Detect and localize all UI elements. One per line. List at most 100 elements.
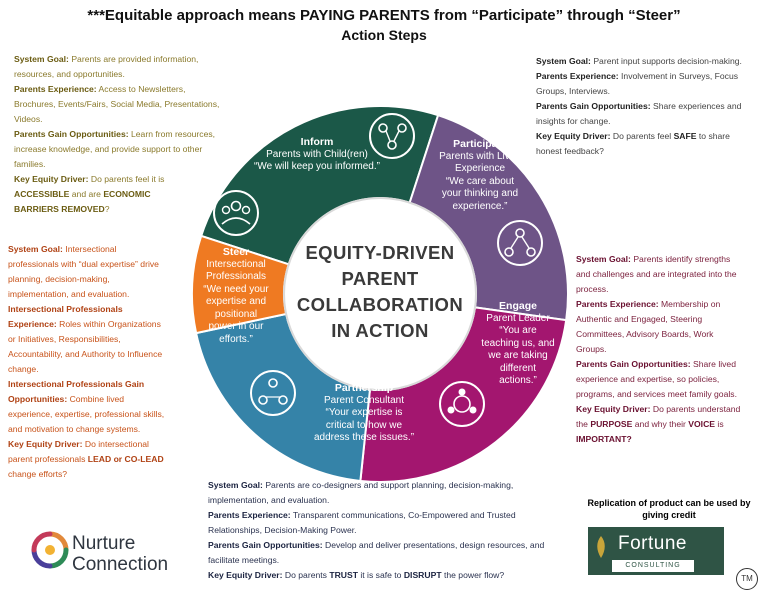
gain-opportunities-label: Parents Gain Opportunities: — [576, 359, 691, 369]
participate-stage-name: Participate — [453, 138, 507, 150]
system-goal-text: professionals with “dual expertise” driv… — [8, 259, 159, 269]
participate-stage-text: Parents with Lived — [439, 150, 521, 162]
parents-experience-label: Parents Experience: — [536, 71, 619, 81]
system-goal-text: process. — [576, 284, 609, 294]
equity-driver-text: honest feedback? — [536, 146, 604, 156]
equity-driver-text: change efforts? — [8, 469, 68, 479]
nurture-connection-logo: Nurture Connection — [72, 533, 168, 575]
partnership-icon-badge — [250, 370, 296, 416]
equity-driver-text: Do parents understand — [650, 404, 741, 414]
partnership-stage-label: Partnership Parent Consultant “Your expe… — [294, 382, 434, 445]
participate-icon-badge — [497, 220, 543, 266]
inform-stage-text: Parents with Child(ren) — [266, 148, 368, 160]
participate-details: System Goal: Parent input supports decis… — [536, 54, 764, 159]
gain-opportunities-text: experience, expertise, professional skil… — [8, 409, 165, 419]
inform-stage-quote: “We will keep you informed.” — [254, 161, 380, 172]
gain-opportunities-text: Combine lived — [67, 394, 125, 404]
engage-stage-quote: actions.” — [499, 375, 537, 386]
fortune-subtitle: CONSULTING — [612, 560, 694, 572]
equity-driver-text: and are — [69, 189, 104, 199]
professionals-experience-label: Intersectional Professionals — [8, 304, 123, 314]
inform-icon-badge — [369, 113, 415, 159]
parents-experience-text: Groups. — [576, 344, 607, 354]
parents-experience-text: Involvement in Surveys, Focus — [618, 71, 739, 81]
center-line: IN ACTION — [331, 320, 429, 341]
parents-experience-text: Authentic and Engaged, Steering — [576, 314, 703, 324]
system-goal-label: System Goal: — [576, 254, 631, 264]
equity-driver-text: Do parents feel it is — [88, 174, 165, 184]
steer-stage-quote: power in our — [208, 321, 264, 332]
steer-stage-text: Professionals — [205, 271, 267, 282]
gain-opportunities-text: insights for change. — [536, 116, 611, 126]
steer-stage-text: Intersectional — [206, 258, 266, 270]
center-line: PARENT — [341, 268, 419, 289]
inform-details: System Goal: Parents are provided inform… — [14, 52, 250, 217]
parents-experience-text: Access to Newsletters, — [96, 84, 186, 94]
steer-stage-quote: positional — [214, 308, 258, 320]
equity-driver-text: Do intersectional — [82, 439, 149, 449]
steer-stage-quote: efforts.” — [219, 333, 253, 345]
gain-opportunities-label: Opportunities: — [8, 394, 68, 404]
gain-opportunities-label: Parents Gain Opportunities: — [208, 540, 323, 550]
system-goal-label: System Goal: — [536, 56, 591, 66]
equity-driver-emphasis: ECONOMIC — [103, 189, 151, 199]
system-goal-label: System Goal: — [208, 480, 263, 490]
equity-driver-text: it is safe to — [357, 570, 404, 580]
equity-driver-emphasis: DISRUPT — [403, 570, 442, 580]
equity-driver-emphasis: BARRIERS REMOVED — [14, 204, 105, 214]
engage-icon-badge — [439, 381, 485, 427]
system-goal-text: and challenges and are integrated into t… — [576, 269, 737, 279]
gain-opportunities-text: Share experiences and — [650, 101, 742, 111]
page-subtitle: Action Steps — [341, 27, 427, 43]
logo-text: Connection — [72, 554, 169, 575]
partnership-stage-quote: critical to how we — [325, 419, 403, 431]
equity-driver-label: Key Equity Driver: — [208, 570, 283, 580]
page-title: ***Equitable approach means PAYING PAREN… — [87, 7, 681, 24]
system-goal-text: Parents identify strengths — [630, 254, 731, 264]
gain-opportunities-text: programs, and services meet family goals… — [576, 389, 737, 399]
inform-stage-name: Inform — [300, 136, 334, 148]
replication-text: giving credit — [642, 510, 696, 520]
leaf-icon — [597, 536, 605, 558]
center-line: EQUITY-DRIVEN — [305, 242, 455, 263]
equity-driver-emphasis: TRUST — [329, 570, 358, 580]
gain-opportunities-text: Share lived — [690, 359, 736, 369]
system-goal-text: resources, and opportunities. — [14, 69, 125, 79]
equity-driver-text: to share — [696, 131, 730, 141]
fortune-name: Fortune — [618, 533, 687, 554]
gain-opportunities-label: Intersectional Professionals Gain — [8, 379, 145, 389]
parents-experience-text: Groups, Interviews. — [536, 86, 611, 96]
participate-stage-label: Participate Parents with Lived Experienc… — [430, 138, 530, 213]
professionals-experience-text: or Initiatives, Responsibilities, — [8, 334, 121, 344]
parents-experience-text: Transparent communications, Co-Empowered… — [290, 510, 516, 520]
equity-driver-text: and why their — [632, 419, 689, 429]
gain-opportunities-text: facilitate meetings. — [208, 555, 280, 565]
participate-stage-quote: experience.” — [452, 200, 508, 212]
system-goal-text: planning, decision-making, — [8, 274, 110, 284]
participate-stage-quote: “We care about — [445, 175, 515, 187]
gain-opportunities-text: increase knowledge, and provide support … — [14, 144, 203, 154]
professionals-experience-text: change. — [8, 364, 39, 374]
gain-opportunities-text: Learn from resources, — [128, 129, 216, 139]
equity-driver-label: Key Equity Driver: — [576, 404, 651, 414]
equity-driver-emphasis: LEAD or CO-LEAD — [87, 454, 164, 464]
partnership-stage-quote: “Your expertise is — [325, 407, 403, 418]
center-title: EQUITY-DRIVEN PARENT COLLABORATION IN AC… — [290, 240, 470, 344]
equity-driver-emphasis: PURPOSE — [590, 419, 633, 429]
professionals-experience-text: Roles within Organizations — [56, 319, 161, 329]
parents-experience-text: Committees, Advisory Boards, Work — [576, 329, 714, 339]
steer-icon-badge — [213, 190, 259, 236]
system-goal-text: implementation, and evaluation. — [208, 495, 330, 505]
equity-driver-text: Do parents feel — [610, 131, 674, 141]
equity-driver-text: is — [715, 419, 724, 429]
steer-stage-label: Steer Intersectional Professionals “We n… — [196, 246, 276, 346]
parents-experience-text: Videos. — [14, 114, 43, 124]
center-circle — [283, 197, 477, 391]
participate-stage-quote: your thinking and — [441, 188, 519, 199]
gain-opportunities-label: Parents Gain Opportunities: — [14, 129, 129, 139]
engage-details: System Goal: Parents identify strengths … — [576, 252, 766, 447]
engage-stage-quote: teaching us, and — [481, 337, 555, 349]
parents-experience-label: Parents Experience: — [576, 299, 659, 309]
system-goal-label: System Goal: — [8, 244, 63, 254]
